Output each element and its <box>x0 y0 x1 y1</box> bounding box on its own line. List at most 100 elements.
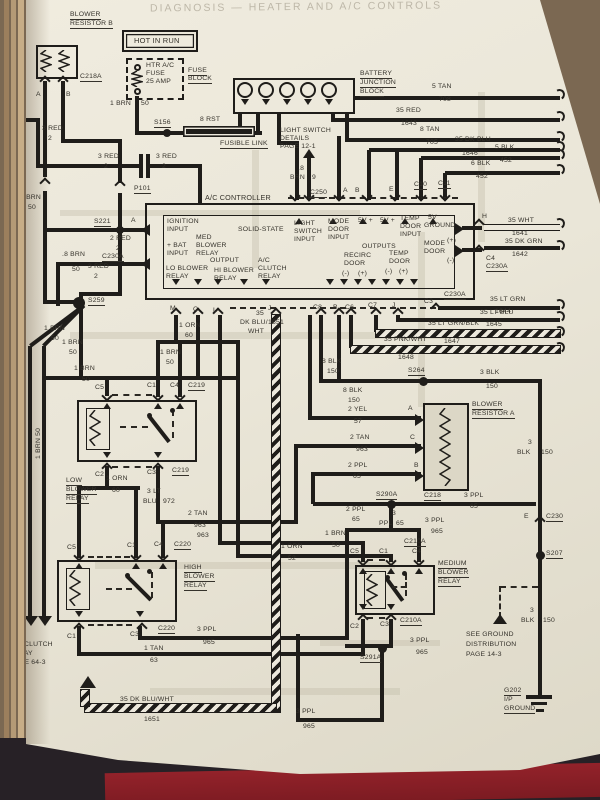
diagram-label: 1 BRN <box>44 325 66 332</box>
wire-segment <box>345 644 391 648</box>
diagram-label: C7 <box>368 302 378 309</box>
splice-dot <box>535 550 545 560</box>
diagram-label: INPUT <box>328 234 350 241</box>
wire-segment <box>367 150 371 200</box>
diagram-label: CLUTCH <box>258 265 287 272</box>
diagram-label: 3 BLK <box>480 369 500 376</box>
diagram-label: 2 <box>116 245 120 252</box>
wire-segment <box>77 626 81 656</box>
diagram-label: J <box>392 302 396 309</box>
splice-dot <box>377 643 387 653</box>
diagram-label: C219 <box>172 467 190 477</box>
wire-segment <box>138 636 347 640</box>
diagram-label: 1 BRN <box>20 194 42 201</box>
diagram-label: C1 <box>67 633 77 640</box>
arrowhead <box>80 676 96 688</box>
wire-segment <box>43 300 83 304</box>
diagram-label: 50 <box>51 335 59 342</box>
diagram-label: B <box>66 91 71 98</box>
diagram-label: SWITCH <box>294 228 323 235</box>
splice-dot <box>146 568 152 574</box>
diagram-label: 1 TAN <box>144 645 164 652</box>
terminal-fork <box>357 613 369 625</box>
wire-segment <box>134 486 138 558</box>
wire-segment <box>438 306 560 310</box>
resistor-zigzag-symbol <box>131 71 143 87</box>
wire-segment <box>445 171 560 175</box>
arrowhead <box>429 218 437 224</box>
wire-segment <box>218 541 365 545</box>
bleed-through-mark <box>70 332 450 339</box>
wire-segment <box>345 138 560 142</box>
splice-dot <box>386 499 396 509</box>
diagram-label: H <box>482 213 488 220</box>
diagram-label: 52 <box>288 555 296 562</box>
wire-segment <box>319 315 323 381</box>
diagram-label: BRN <box>290 174 305 181</box>
diagram-label: HI BLOWER <box>214 267 254 274</box>
dashed-line <box>500 586 538 590</box>
striped-wire <box>350 345 561 354</box>
wire-segment <box>156 340 182 344</box>
diagram-label: A <box>131 217 136 224</box>
dashed-line <box>172 410 176 438</box>
diagram-label: C219 <box>188 382 206 392</box>
diagram-label: 6 BLK <box>471 160 491 167</box>
diagram-label: 1 BRN <box>110 100 132 107</box>
arrowhead <box>75 611 83 617</box>
wire-segment <box>118 141 122 183</box>
dashed-line <box>151 572 155 598</box>
wire-segment <box>419 158 423 200</box>
diagram-label: 150 <box>543 617 555 624</box>
arrowhead <box>415 470 424 482</box>
diagram-label: 150 <box>541 449 553 456</box>
diagram-label: 2 TAN <box>188 510 208 517</box>
wire-segment <box>295 143 299 200</box>
wire-segment <box>313 502 536 506</box>
diagram-label: C210A <box>400 617 422 627</box>
diagram-label: BLOWER <box>472 401 503 411</box>
striped-wire <box>80 689 90 707</box>
diagram-label: 963 <box>194 522 206 529</box>
diagram-label: INPUT <box>167 250 189 257</box>
diagram-label: 57 <box>354 418 362 425</box>
diagram-label: LIGHT SWITCH <box>280 127 331 134</box>
arrowhead <box>295 218 303 224</box>
dashed-line <box>120 426 148 430</box>
wire-segment <box>146 154 150 178</box>
diagram-label: 8 BLK <box>322 358 342 365</box>
wire-segment <box>178 340 182 397</box>
diagram-label: C230 <box>546 513 564 523</box>
diagram-label: C230A <box>102 253 124 263</box>
wire-segment <box>61 139 122 143</box>
wire-segment <box>294 444 298 522</box>
diagram-label: RELAY <box>196 250 219 257</box>
wire-segment <box>531 702 547 705</box>
diagram-label: S264 <box>408 367 425 377</box>
diagram-label: MODE <box>424 240 446 247</box>
diagram-label: LIGHT <box>294 220 316 227</box>
wire-segment <box>361 541 365 562</box>
diagram-label: C218 <box>424 492 442 502</box>
diagram-label: 3 LT <box>147 488 161 495</box>
wire-segment <box>337 136 341 200</box>
diagram-label: 2 <box>94 273 98 280</box>
diagram-label: 963 <box>197 532 209 539</box>
diagram-label: PPL <box>379 520 393 527</box>
wire-segment <box>43 191 47 304</box>
diagram-label: C10 <box>414 181 428 191</box>
diagram-label: 3 RED <box>156 153 178 160</box>
diagram-label: BLK <box>517 449 531 456</box>
arrowhead <box>194 279 202 285</box>
wire-segment <box>484 246 560 250</box>
diagram-label: DISTRIBUTION <box>466 641 517 648</box>
wire-segment <box>462 248 482 252</box>
diagram-label: BLOWER <box>438 569 469 579</box>
diagram-label: 1651 <box>144 716 160 723</box>
diagram-label: DOOR <box>389 258 411 265</box>
diagram-label: C8 <box>313 304 323 311</box>
resistor-zigzag-symbol <box>40 50 52 72</box>
wire-segment <box>36 118 40 168</box>
